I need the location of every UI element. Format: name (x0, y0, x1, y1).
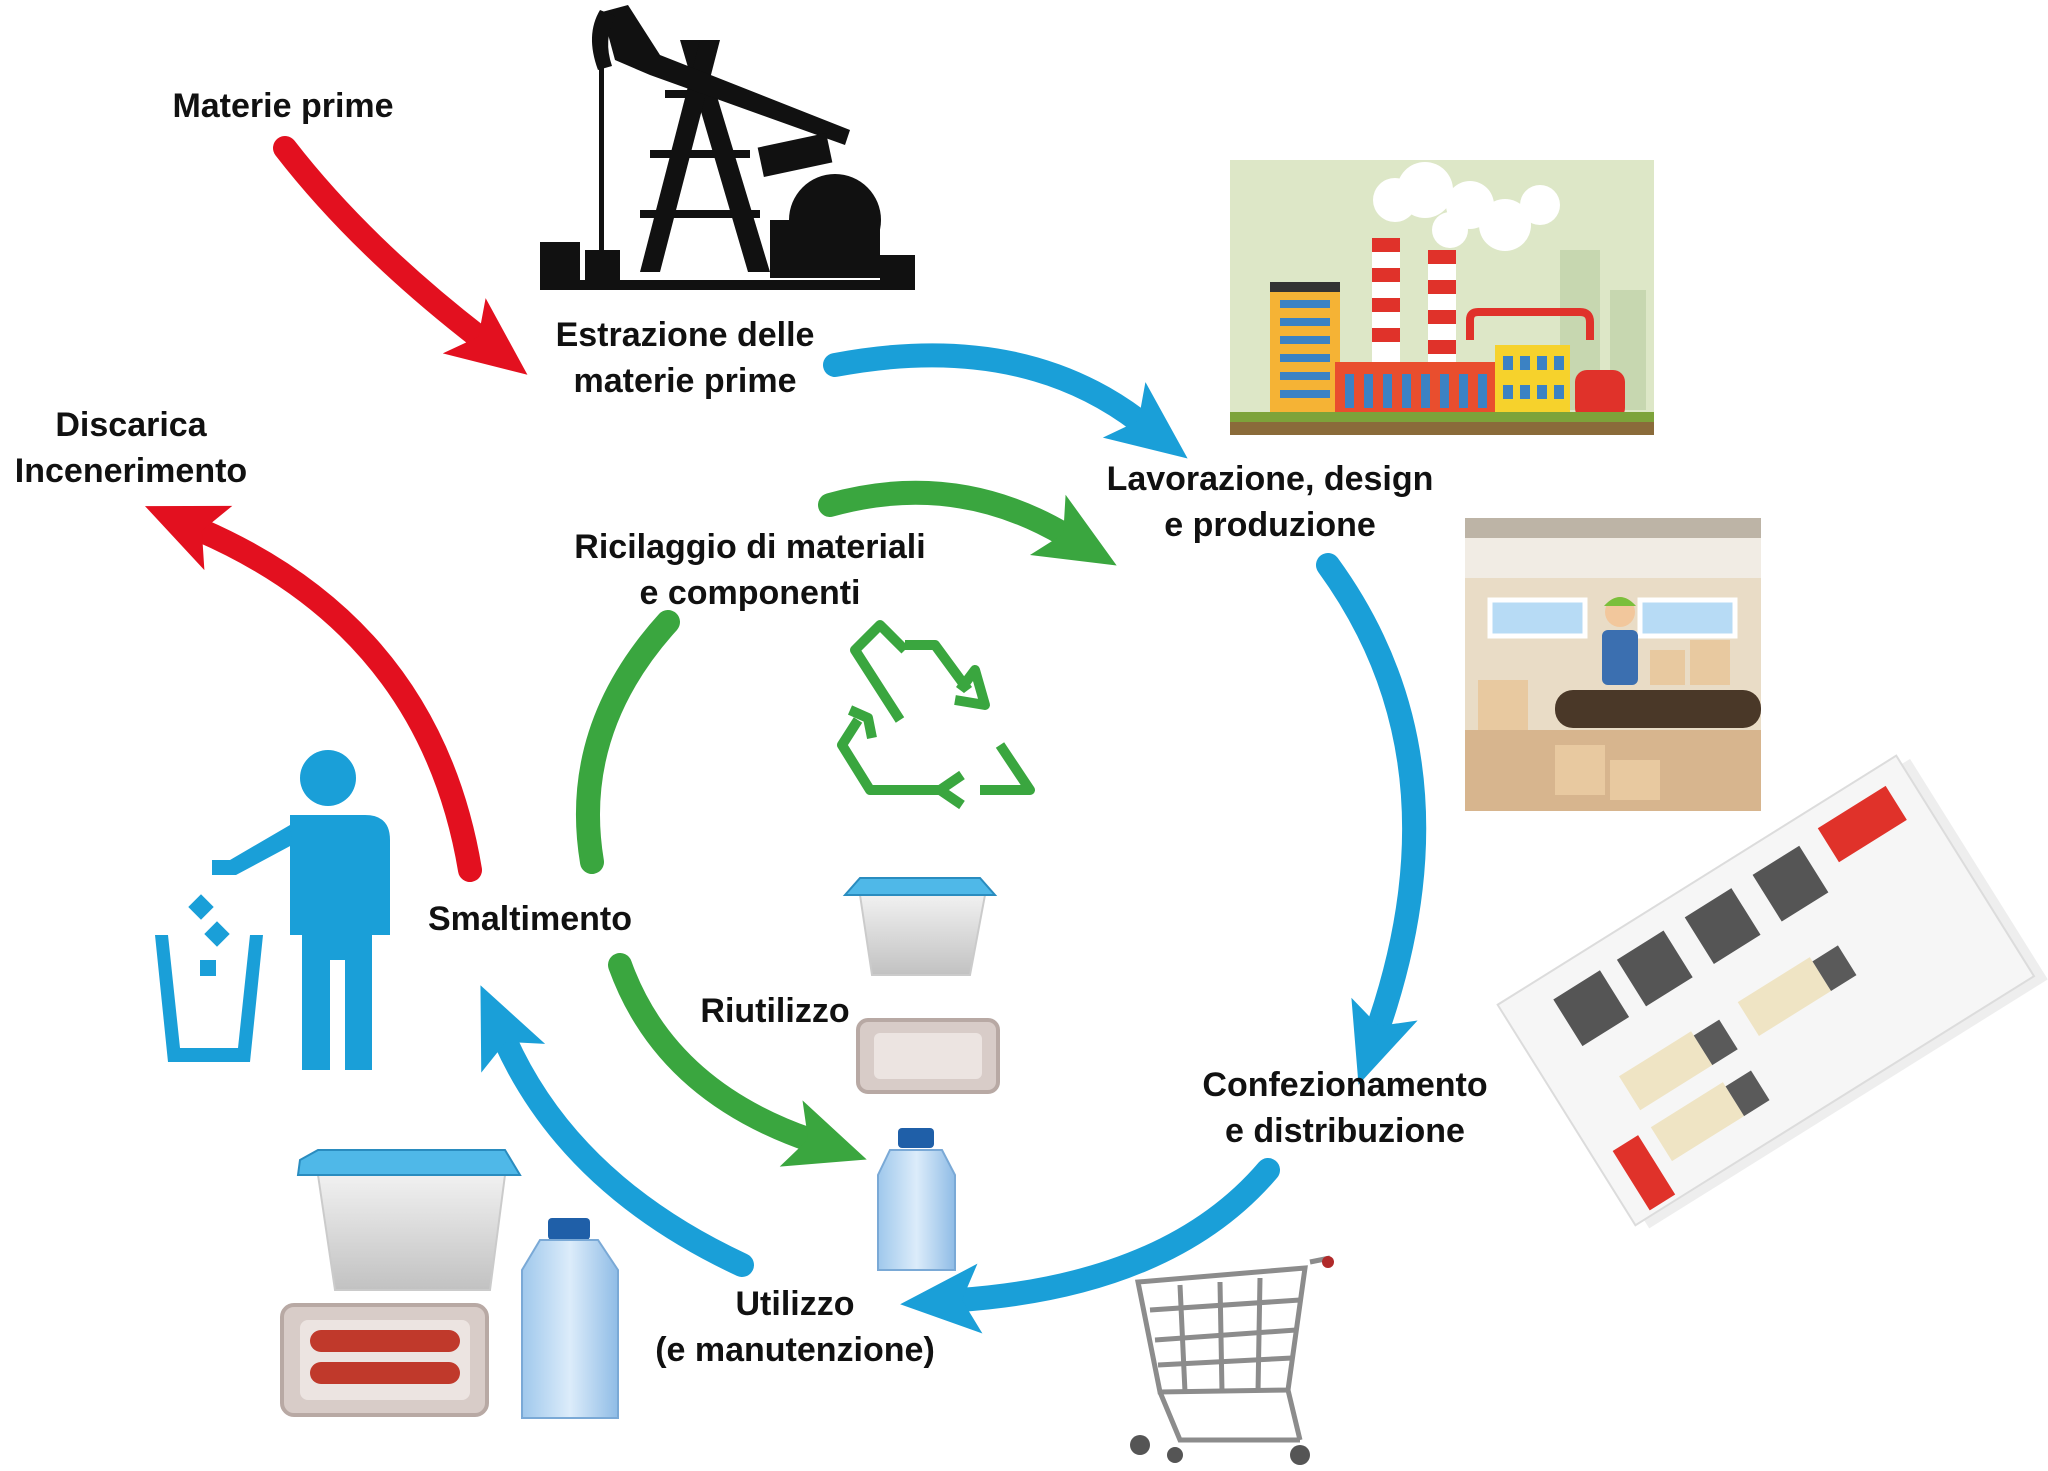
arrow-raw-to-extraction (273, 136, 528, 375)
factory-icon (1230, 160, 1654, 435)
label-packaging-line2: e distribuzione (1225, 1112, 1465, 1150)
plastic-containers-icon (842, 877, 1000, 1271)
label-extraction: Estrazione delle materie prime (510, 312, 860, 404)
shopping-cart-icon (1130, 1255, 1334, 1465)
warehouse-trucks-icon (1496, 754, 2048, 1229)
label-landfill-line1: Discarica (55, 406, 207, 444)
arrow-packaging-to-use (900, 1158, 1280, 1334)
arrow-disposal-to-landfill (144, 505, 482, 882)
label-reuse: Riutilizzo (700, 992, 850, 1030)
label-raw-materials: Materie prime (172, 87, 394, 125)
recycle-icon (837, 620, 1035, 810)
label-disposal: Smaltimento (427, 900, 633, 938)
arrow-processing-to-packaging (1316, 553, 1427, 1085)
label-landfill-line2: Incenerimento (14, 452, 248, 490)
label-recycling-line1: Ricilaggio di materiali (574, 528, 926, 566)
label-extraction-line2: materie prime (573, 362, 797, 400)
arrow-extraction-to-processing (823, 343, 1188, 459)
label-recycling-line2: e componenti (639, 574, 861, 612)
label-extraction-line1: Estrazione delle (555, 316, 815, 354)
label-packaging-line1: Confezionamento (1202, 1066, 1488, 1104)
oil-pumpjack-icon (540, 5, 915, 290)
packaged-products-icon (280, 1149, 619, 1419)
arrow-recycling-to-processing (818, 480, 1117, 566)
arrow-use-to-disposal (480, 985, 754, 1277)
label-processing: Lavorazione, design e produzione (1070, 456, 1470, 548)
label-processing-line1: Lavorazione, design (1106, 460, 1434, 498)
label-use-line1: Utilizzo (735, 1285, 855, 1323)
chimney (1372, 238, 1456, 370)
factory-worker-icon (1465, 518, 1761, 811)
label-packaging: Confezionamento e distribuzione (1160, 1062, 1530, 1154)
label-use: Utilizzo (e manutenzione) (620, 1281, 970, 1373)
arrow-disposal-to-reuse (608, 953, 867, 1167)
label-landfill: Discarica Incenerimento (0, 402, 262, 494)
person-disposing-waste-icon (155, 750, 390, 1070)
label-recycling: Ricilaggio di materiali e componenti (550, 524, 950, 616)
label-processing-line2: e produzione (1164, 506, 1376, 544)
label-use-line2: (e manutenzione) (655, 1331, 935, 1369)
arrow-disposal-to-recycling (575, 610, 680, 874)
